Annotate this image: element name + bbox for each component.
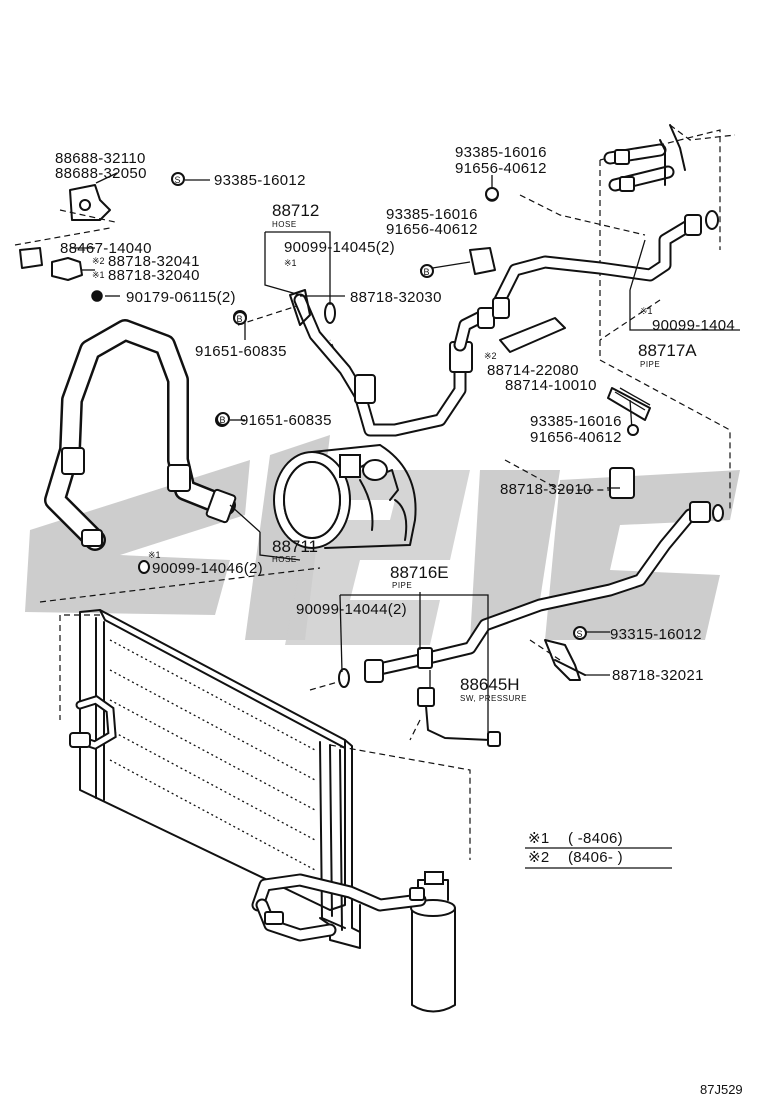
callout-b-1: B [424,267,430,277]
label-90099-14046: 90099-14046(2) [152,560,263,577]
label-90179-06115: 90179-06115(2) [126,289,236,306]
pipe-88716E [364,467,724,683]
mark-1-a: ※1 [92,270,105,280]
callout-b-2: B [237,314,243,324]
label-90099-1404x: 90099-1404 [652,317,735,334]
label-93385-16016-b: 93385-16016 [386,206,478,223]
label-88716E: 88716E [390,563,449,582]
label-88718-32021: 88718-32021 [612,667,704,684]
evaporator-pipes [603,124,686,192]
callout-s-1: S [175,175,181,185]
callout-s-2: S [577,629,583,639]
label-88718-32041: 88718-32041 [108,253,200,270]
label-91656-40612-b: 91656-40612 [386,221,478,238]
label-93385-16016-a: 93385-16016 [455,144,547,161]
applicability-notes: ※1 ( -8406) ※2 (8406- ) [525,830,672,869]
label-90099-14044: 90099-14044(2) [296,601,407,618]
pipe-88717A [492,210,719,319]
label-88645H: 88645H [460,675,520,694]
label-90099-14045: 90099-14045(2) [284,239,395,256]
part-labels: 88688-32110 88688-32050 93385-16012 8846… [55,144,735,703]
condenser [69,609,361,949]
label-91656-40612-c: 91656-40612 [530,429,622,446]
label-88711-sub: HOSE [272,555,297,564]
receiver-dryer [251,871,456,1013]
label-93385-16016-c: 93385-16016 [530,413,622,430]
label-91651-60835-b: 91651-60835 [240,412,332,429]
label-88467-14040: 88467-14040 [60,240,152,257]
pressure-switch-88645H [417,687,501,747]
note-2-range: (8406- ) [568,849,623,866]
label-88718-32040: 88718-32040 [108,267,200,284]
label-88717A-sub: PIPE [640,360,660,369]
note-1-range: ( -8406) [568,830,623,847]
label-93315-16012: 93315-16012 [610,626,702,643]
note-1-mark: ※1 [528,830,550,847]
hose-88711 [44,319,237,551]
compressor [273,444,417,549]
label-91656-40612-a: 91656-40612 [455,160,547,177]
label-88712-sub: HOSE [272,220,297,229]
label-88688-32050: 88688-32050 [55,165,147,182]
callout-circles: S B B B S [138,172,639,640]
mark-1-d: ※1 [148,550,161,560]
label-88711: 88711 [272,537,318,556]
label-88714-22080: 88714-22080 [487,362,579,379]
label-93385-16012: 93385-16012 [214,172,306,189]
mark-2-a: ※2 [92,256,105,266]
leader-lines [70,172,740,740]
mark-1-b: ※1 [284,258,297,268]
label-88714-10010: 88714-10010 [505,377,597,394]
hose-88712 [289,289,495,437]
callout-b-3: B [220,415,226,425]
diagram-code: 87J529 [700,1082,743,1097]
sleeve-88714 [499,317,651,421]
label-88716E-sub: PIPE [392,581,412,590]
label-88712: 88712 [272,201,319,220]
mark-1-c: ※1 [640,306,653,316]
label-88645H-sub: SW, PRESSURE [460,694,527,703]
label-88688-32110: 88688-32110 [55,150,146,167]
note-2-mark: ※2 [528,849,550,866]
label-88718-32030: 88718-32030 [350,289,442,306]
label-88717A: 88717A [638,341,697,360]
mark-2-b: ※2 [484,351,497,361]
label-88718-32010: 88718-32010 [500,481,592,498]
label-91651-60835-a: 91651-60835 [195,343,287,360]
